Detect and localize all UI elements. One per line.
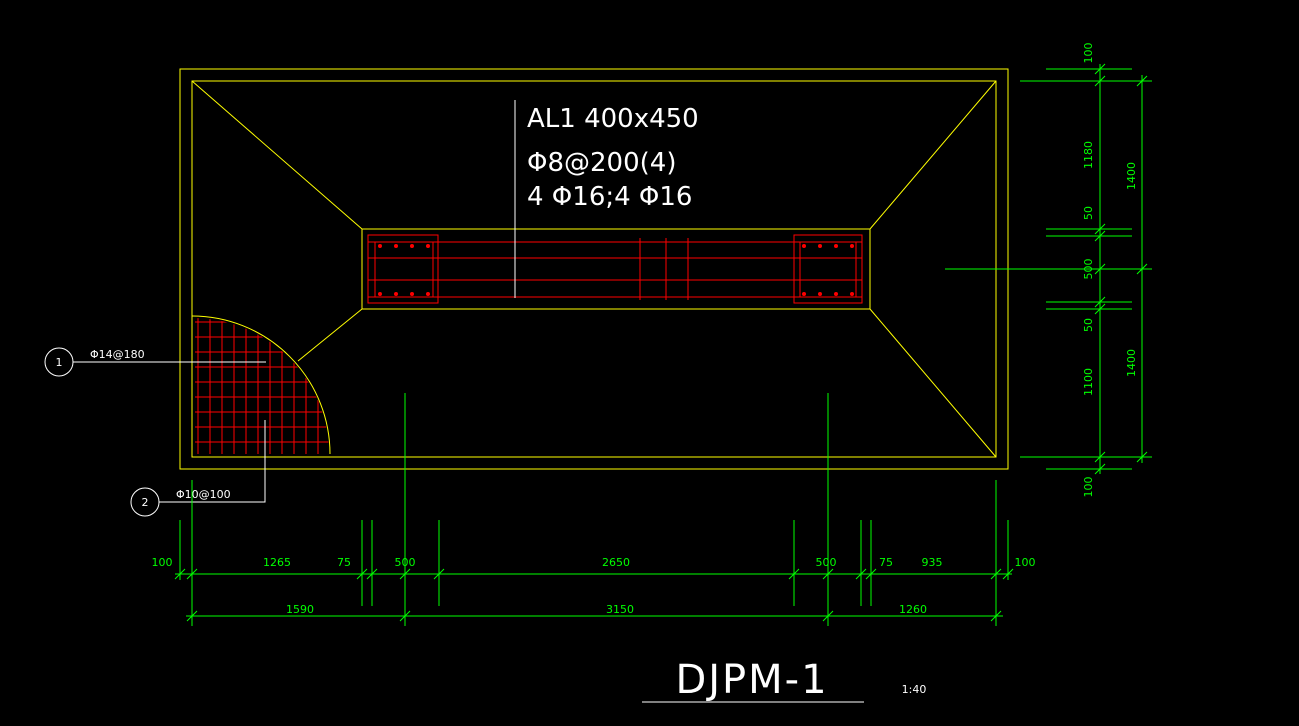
dim-text: 500 [395, 556, 416, 569]
tick [822, 568, 834, 580]
dim-text: 75 [879, 556, 893, 569]
drawing-scale: 1:40 [902, 683, 927, 696]
dim-text: 935 [922, 556, 943, 569]
drawing-title-text: DJPM-1 [675, 657, 828, 703]
tick [990, 610, 1002, 622]
column-left-inner [374, 241, 434, 298]
tick [1002, 568, 1014, 580]
callout-2: 2 Φ10@100 [130, 420, 266, 517]
dim-text: 1590 [286, 603, 314, 616]
tick [433, 568, 445, 580]
tick [356, 568, 368, 580]
callout-2-leader [159, 420, 266, 503]
rebar-dot [850, 292, 854, 296]
tick [186, 568, 198, 580]
rebar-dot [426, 244, 430, 248]
drawing-title: DJPM-1 1:40 [642, 657, 926, 703]
rebar-dot [818, 292, 822, 296]
tick [1094, 230, 1106, 242]
tick [1136, 451, 1148, 463]
rebar-dot [394, 244, 398, 248]
beam-rebar [367, 234, 863, 304]
dim-text: 1400 [1125, 162, 1138, 190]
tick [1094, 263, 1106, 275]
slope-line-br [869, 308, 997, 458]
rebar-dot [426, 292, 430, 296]
tick [990, 568, 1002, 580]
beam-label-line3: 4 Φ16;4 Φ16 [527, 182, 692, 212]
dim-text: 1100 [1082, 368, 1095, 396]
tick [1094, 296, 1106, 308]
tick [174, 568, 186, 580]
tick [186, 610, 198, 622]
dim-text: 75 [337, 556, 351, 569]
rebar-dot [378, 244, 382, 248]
dim-text: 2650 [602, 556, 630, 569]
dims-bottom-row2: 1590 3150 1260 [286, 603, 927, 616]
beam-label-line1: AL1 400x450 [527, 104, 699, 134]
dim-text: 100 [1015, 556, 1036, 569]
rebar-dot [834, 292, 838, 296]
tick [399, 568, 411, 580]
tick [1094, 303, 1106, 315]
dim-text: 1260 [899, 603, 927, 616]
dim-text: 3150 [606, 603, 634, 616]
column-right-outer [793, 234, 863, 304]
tick [1136, 263, 1148, 275]
column-right-inner [799, 241, 857, 298]
dim-text: 50 [1082, 206, 1095, 220]
rebar-dot [850, 244, 854, 248]
dim-text: 50 [1082, 318, 1095, 332]
slope-line-bl [297, 308, 363, 362]
dims-right-inner: 100 1180 50 500 50 1100 100 [1082, 43, 1095, 498]
tick [399, 610, 411, 622]
tick [865, 568, 877, 580]
inner-boundary [191, 80, 997, 458]
dim-text: 500 [816, 556, 837, 569]
dims-right-outer: 1400 1400 [1125, 162, 1138, 377]
rebar-dot [394, 292, 398, 296]
mesh-detail-arc [191, 315, 331, 455]
slope-line-tr [869, 80, 997, 230]
callout-2-text: Φ10@100 [176, 488, 231, 501]
rebar-dot [410, 292, 414, 296]
rebar-dot [802, 244, 806, 248]
dim-text: 100 [1082, 43, 1095, 64]
callout-1: 1 Φ14@180 [44, 347, 266, 377]
tick [1094, 75, 1106, 87]
dim-text: 1400 [1125, 349, 1138, 377]
rebar-dot [410, 244, 414, 248]
tick [1094, 451, 1106, 463]
rebar-dot [834, 244, 838, 248]
tick [788, 568, 800, 580]
dim-text: 1180 [1082, 141, 1095, 169]
callout-1-number: 1 [56, 356, 63, 369]
beam-label-line2: Φ8@200(4) [527, 148, 676, 178]
tick [1136, 75, 1148, 87]
dim-text: 100 [152, 556, 173, 569]
tick [1094, 463, 1106, 475]
dim-text: 500 [1082, 259, 1095, 280]
callout-2-number: 2 [142, 496, 149, 509]
beam-label: AL1 400x450 Φ8@200(4) 4 Φ16;4 Φ16 [514, 100, 699, 298]
column-left-outer [367, 234, 439, 304]
rebar-dot [802, 292, 806, 296]
rebar-dots [378, 244, 854, 296]
dimension-lines [174, 63, 1152, 626]
callout-1-text: Φ14@180 [90, 348, 145, 361]
tick [1094, 63, 1106, 75]
mesh-grid [195, 318, 329, 454]
rebar-dot [818, 244, 822, 248]
tick [855, 568, 867, 580]
tick [822, 610, 834, 622]
beam-outline [361, 228, 871, 310]
dim-text: 100 [1082, 477, 1095, 498]
tick [366, 568, 378, 580]
rebar-dot [378, 292, 382, 296]
tick [1094, 223, 1106, 235]
dim-text: 1265 [263, 556, 291, 569]
dims-bottom-row1: 100 1265 75 500 2650 500 75 935 100 [152, 556, 1036, 569]
slope-line-tl [191, 80, 363, 230]
